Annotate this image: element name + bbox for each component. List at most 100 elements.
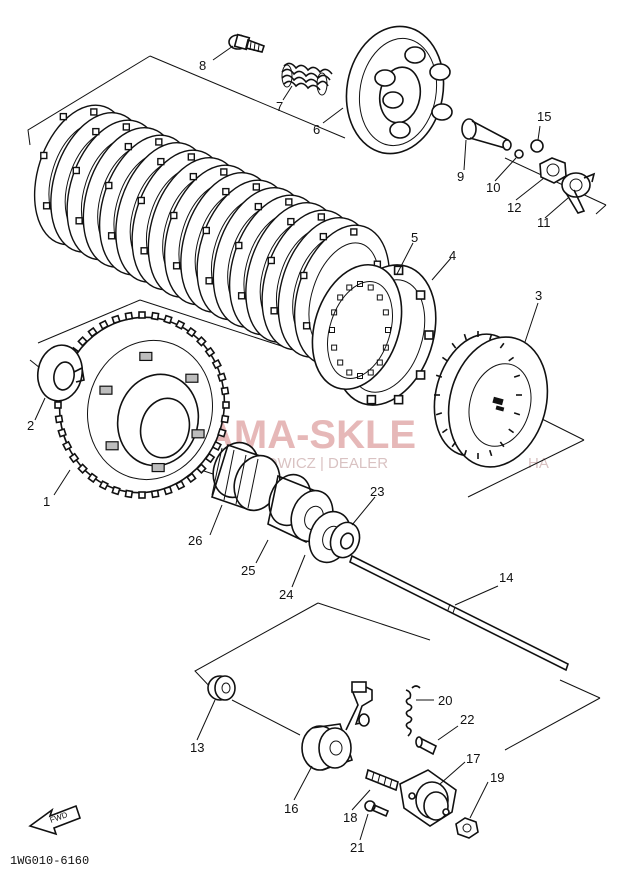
part-9-push-pin bbox=[461, 118, 512, 151]
part-23-washer bbox=[329, 521, 361, 559]
gear-tooth bbox=[54, 401, 62, 409]
gear-tooth bbox=[204, 452, 216, 464]
spline bbox=[499, 441, 505, 448]
tooth bbox=[357, 373, 363, 379]
leader-lines bbox=[34, 45, 569, 841]
callout-7: 7 bbox=[276, 99, 283, 114]
part-18-adjust-screw bbox=[365, 768, 399, 792]
gear-tooth bbox=[175, 319, 186, 330]
callout-10: 10 bbox=[486, 180, 500, 195]
part-11-lock-washer bbox=[561, 172, 596, 214]
tooth bbox=[376, 359, 383, 366]
gear-tooth bbox=[138, 311, 146, 319]
spline bbox=[499, 342, 505, 349]
callout-26: 26 bbox=[188, 533, 202, 548]
gear-tooth bbox=[204, 346, 216, 358]
gear-tooth bbox=[163, 314, 173, 325]
gear-tooth bbox=[124, 489, 134, 499]
callout-15: 15 bbox=[537, 109, 551, 124]
callout-25: 25 bbox=[241, 563, 255, 578]
gear-tooth bbox=[175, 480, 186, 491]
spline bbox=[451, 342, 457, 349]
spline bbox=[488, 333, 493, 341]
gear-tooth bbox=[196, 335, 207, 347]
clutch-boss-splines bbox=[434, 331, 522, 459]
gear-tooth bbox=[217, 428, 227, 438]
callout-22: 22 bbox=[460, 712, 474, 727]
gear-tooth bbox=[186, 472, 197, 484]
tab bbox=[366, 394, 377, 405]
spline bbox=[441, 428, 448, 434]
spline bbox=[513, 374, 521, 378]
gear-tooth bbox=[186, 326, 197, 338]
frame-middle-top-left bbox=[37, 299, 141, 344]
gear-tooth bbox=[211, 359, 222, 370]
spline bbox=[508, 356, 515, 362]
part-2-thrust-washer bbox=[36, 344, 85, 402]
gear-tooth bbox=[124, 311, 134, 321]
damper-spring bbox=[185, 373, 199, 383]
damper-spring bbox=[151, 462, 165, 473]
tooth bbox=[329, 327, 335, 333]
watermark-sub: HOWICZ | DEALER bbox=[255, 455, 388, 472]
tooth bbox=[331, 309, 338, 316]
fwd-direction-arrow: FWD bbox=[28, 804, 82, 836]
part-13-oil-seal bbox=[207, 675, 236, 701]
spline bbox=[463, 333, 468, 341]
watermark-sub-tail: HA bbox=[528, 455, 549, 472]
gear-tooth bbox=[68, 452, 80, 464]
callout-1-marker: 1 bbox=[43, 494, 50, 509]
diagram-code: 1WG010-6160 bbox=[10, 854, 89, 868]
tooth bbox=[337, 359, 344, 366]
part-1-primary-driven-gear bbox=[54, 311, 230, 499]
spline bbox=[441, 356, 448, 362]
part-16-push-lever bbox=[301, 681, 373, 771]
spline bbox=[435, 374, 443, 378]
part-19-nut bbox=[455, 817, 479, 839]
part-20-return-spring bbox=[405, 685, 421, 737]
damper-spring bbox=[191, 429, 205, 439]
spline bbox=[463, 449, 468, 457]
damper-spring bbox=[99, 385, 113, 395]
callout-6: 6 bbox=[313, 122, 320, 137]
frame-upper-right bbox=[595, 204, 607, 215]
gear-tooth bbox=[77, 463, 88, 475]
spline bbox=[513, 412, 521, 416]
part-3-clutch-boss bbox=[433, 331, 549, 468]
gear-tooth bbox=[138, 491, 146, 499]
frame-middle-top bbox=[139, 299, 301, 353]
tooth bbox=[346, 284, 353, 291]
callout-17: 17 bbox=[466, 751, 480, 766]
gear-tooth bbox=[62, 440, 73, 451]
part-6-pressure-plate bbox=[345, 25, 453, 155]
gear-tooth bbox=[77, 335, 88, 347]
frame-upper-top bbox=[149, 55, 346, 139]
tooth bbox=[382, 309, 389, 316]
gear-tooth bbox=[150, 489, 160, 499]
gear-tooth bbox=[222, 401, 230, 409]
frame-upper-left bbox=[27, 55, 151, 146]
frame-lower-bottom bbox=[231, 699, 301, 736]
frame-lower-top bbox=[317, 602, 431, 641]
part-8-bolt bbox=[228, 33, 266, 53]
spline bbox=[508, 428, 515, 434]
frame-middle-bottom-right bbox=[467, 439, 585, 498]
part-15-ball bbox=[530, 139, 544, 153]
frame-lower-left bbox=[194, 602, 319, 691]
gear-tooth bbox=[54, 414, 64, 424]
tab bbox=[415, 370, 426, 380]
spline bbox=[451, 441, 457, 448]
frame-middle-right bbox=[539, 417, 585, 441]
tab bbox=[415, 290, 426, 300]
damper-spring bbox=[139, 351, 153, 362]
tooth bbox=[346, 369, 353, 376]
callout-19: 19 bbox=[490, 770, 504, 785]
gear-tooth bbox=[220, 414, 230, 424]
gear-tooth bbox=[98, 319, 109, 330]
callout-13: 13 bbox=[190, 740, 204, 755]
tooth bbox=[367, 369, 374, 376]
callout-5: 5 bbox=[411, 230, 418, 245]
callout-labels: 1 1 2 3 4 5 6 7 8 9 10 11 12 13 14 15 16… bbox=[27, 58, 551, 855]
tooth bbox=[357, 281, 363, 287]
callout-12: 12 bbox=[507, 200, 521, 215]
